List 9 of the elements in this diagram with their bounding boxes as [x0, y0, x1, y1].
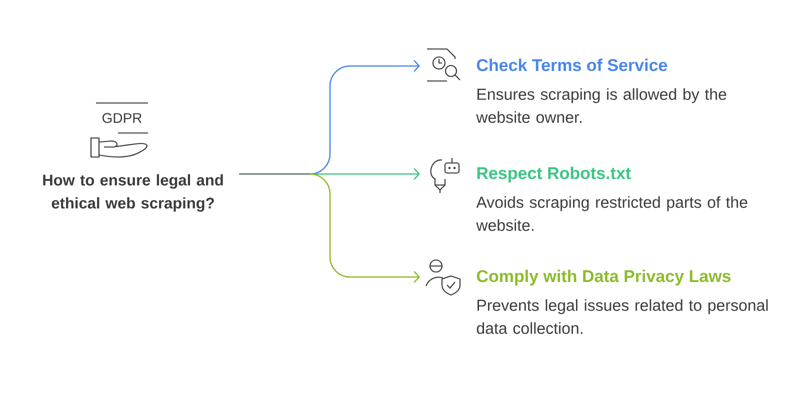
heading: Comply with Data Privacy Laws — [476, 270, 731, 286]
description: Ensures scraping is allowed by the website owner. — [476, 88, 726, 123]
heading: Respect Robots.txt — [477, 166, 631, 183]
trunk-line — [239, 173, 310, 175]
question-text: How to ensure legal and ethical web scraping? — [43, 174, 223, 212]
description: Prevents legal issues related to personal data collection. — [476, 299, 768, 334]
heading: Check Terms of Service — [476, 58, 668, 72]
description: Avoids scraping restricted parts of the website. — [476, 196, 748, 231]
icon-label: GDPR — [102, 113, 142, 123]
